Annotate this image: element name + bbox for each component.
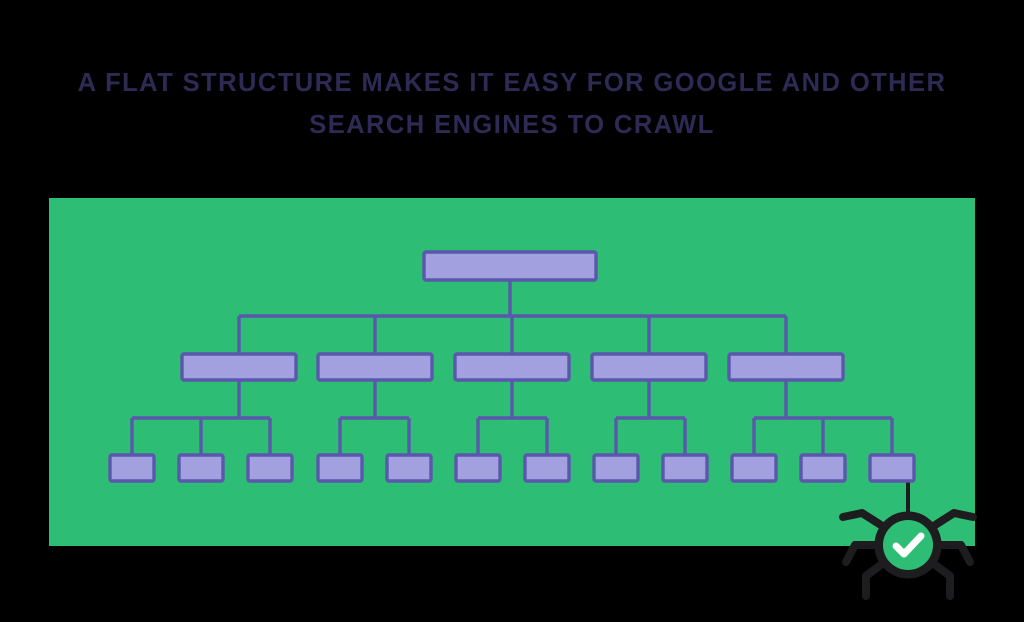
spider-leg-right-3 (926, 557, 954, 600)
diagram-panel (49, 198, 975, 546)
title-line-2: search engines to crawl (309, 111, 715, 139)
spider-leg-right-2 (932, 541, 974, 566)
spider-leg-left-3 (862, 557, 890, 600)
title-line-1: A flat structure makes it easy for Googl… (77, 69, 947, 97)
spider-leg-left-2 (842, 541, 884, 566)
page-title: A flat structure makes it easy for Googl… (0, 62, 1024, 146)
